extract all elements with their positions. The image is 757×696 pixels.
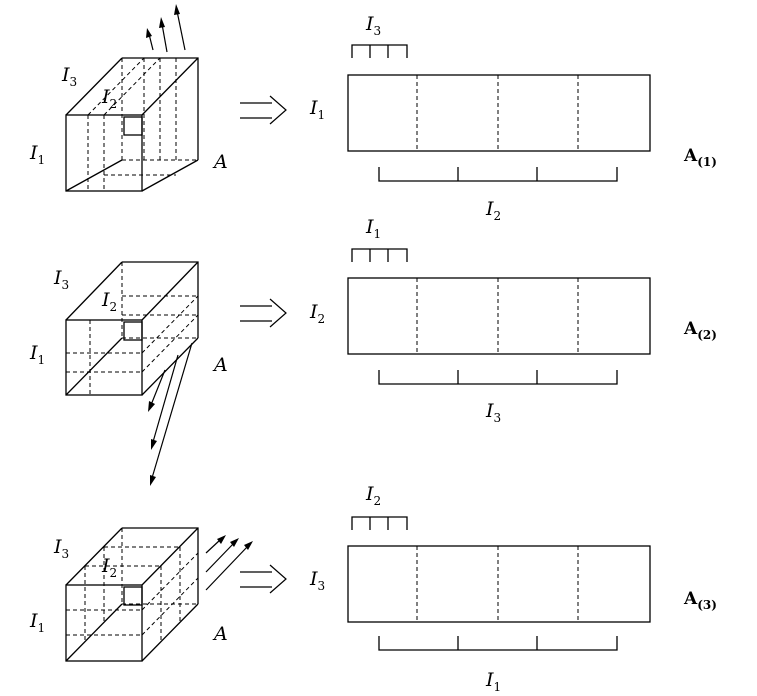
bottom-label-3: I1 [485, 669, 501, 694]
unfold-arrow-2 [240, 298, 287, 328]
row-label-1: I1 [309, 97, 325, 122]
unfolded-matrix-1 [347, 44, 651, 182]
inner-label-2: I2 [101, 289, 117, 314]
tensor-name-2: A [212, 354, 228, 376]
unfold-arrow-1 [240, 95, 287, 125]
matrix-label-2: A(2) [683, 319, 717, 342]
panel-mode-1: I3 I2 I1 A I3 I1 I2 A(1) [29, 4, 717, 223]
panel-mode-2: I3 I2 I1 A I1 I2 I3 A(2) [29, 216, 717, 486]
depth-label-1: I3 [61, 64, 77, 89]
depth-label-2: I3 [53, 267, 69, 292]
row-label-3: I3 [309, 568, 325, 593]
top-label-2: I1 [365, 216, 381, 241]
tensor-cube-1 [65, 4, 199, 192]
inner-label-1: I2 [101, 86, 117, 111]
tensor-cube-2 [65, 261, 199, 486]
front-label-3: I1 [29, 610, 45, 635]
unfolded-matrix-3 [347, 516, 651, 651]
panel-mode-3: I3 I2 I1 A I2 I3 I1 A(3) [29, 483, 717, 694]
unfolded-matrix-2 [347, 248, 651, 385]
tensor-cube-3 [65, 527, 253, 662]
top-label-3: I2 [365, 483, 381, 508]
tensor-name-3: A [212, 623, 228, 645]
tensor-name-1: A [212, 151, 228, 173]
depth-label-3: I3 [53, 536, 69, 561]
matrix-label-3: A(3) [683, 589, 717, 612]
inner-label-3: I2 [101, 555, 117, 580]
row-label-2: I2 [309, 301, 325, 326]
top-label-1: I3 [365, 13, 381, 38]
bottom-label-2: I3 [485, 400, 501, 425]
unfold-arrow-3 [240, 564, 287, 594]
bottom-label-1: I2 [485, 198, 501, 223]
matrix-label-1: A(1) [683, 146, 717, 169]
front-label-2: I1 [29, 342, 45, 367]
front-label-1: I1 [29, 142, 45, 167]
